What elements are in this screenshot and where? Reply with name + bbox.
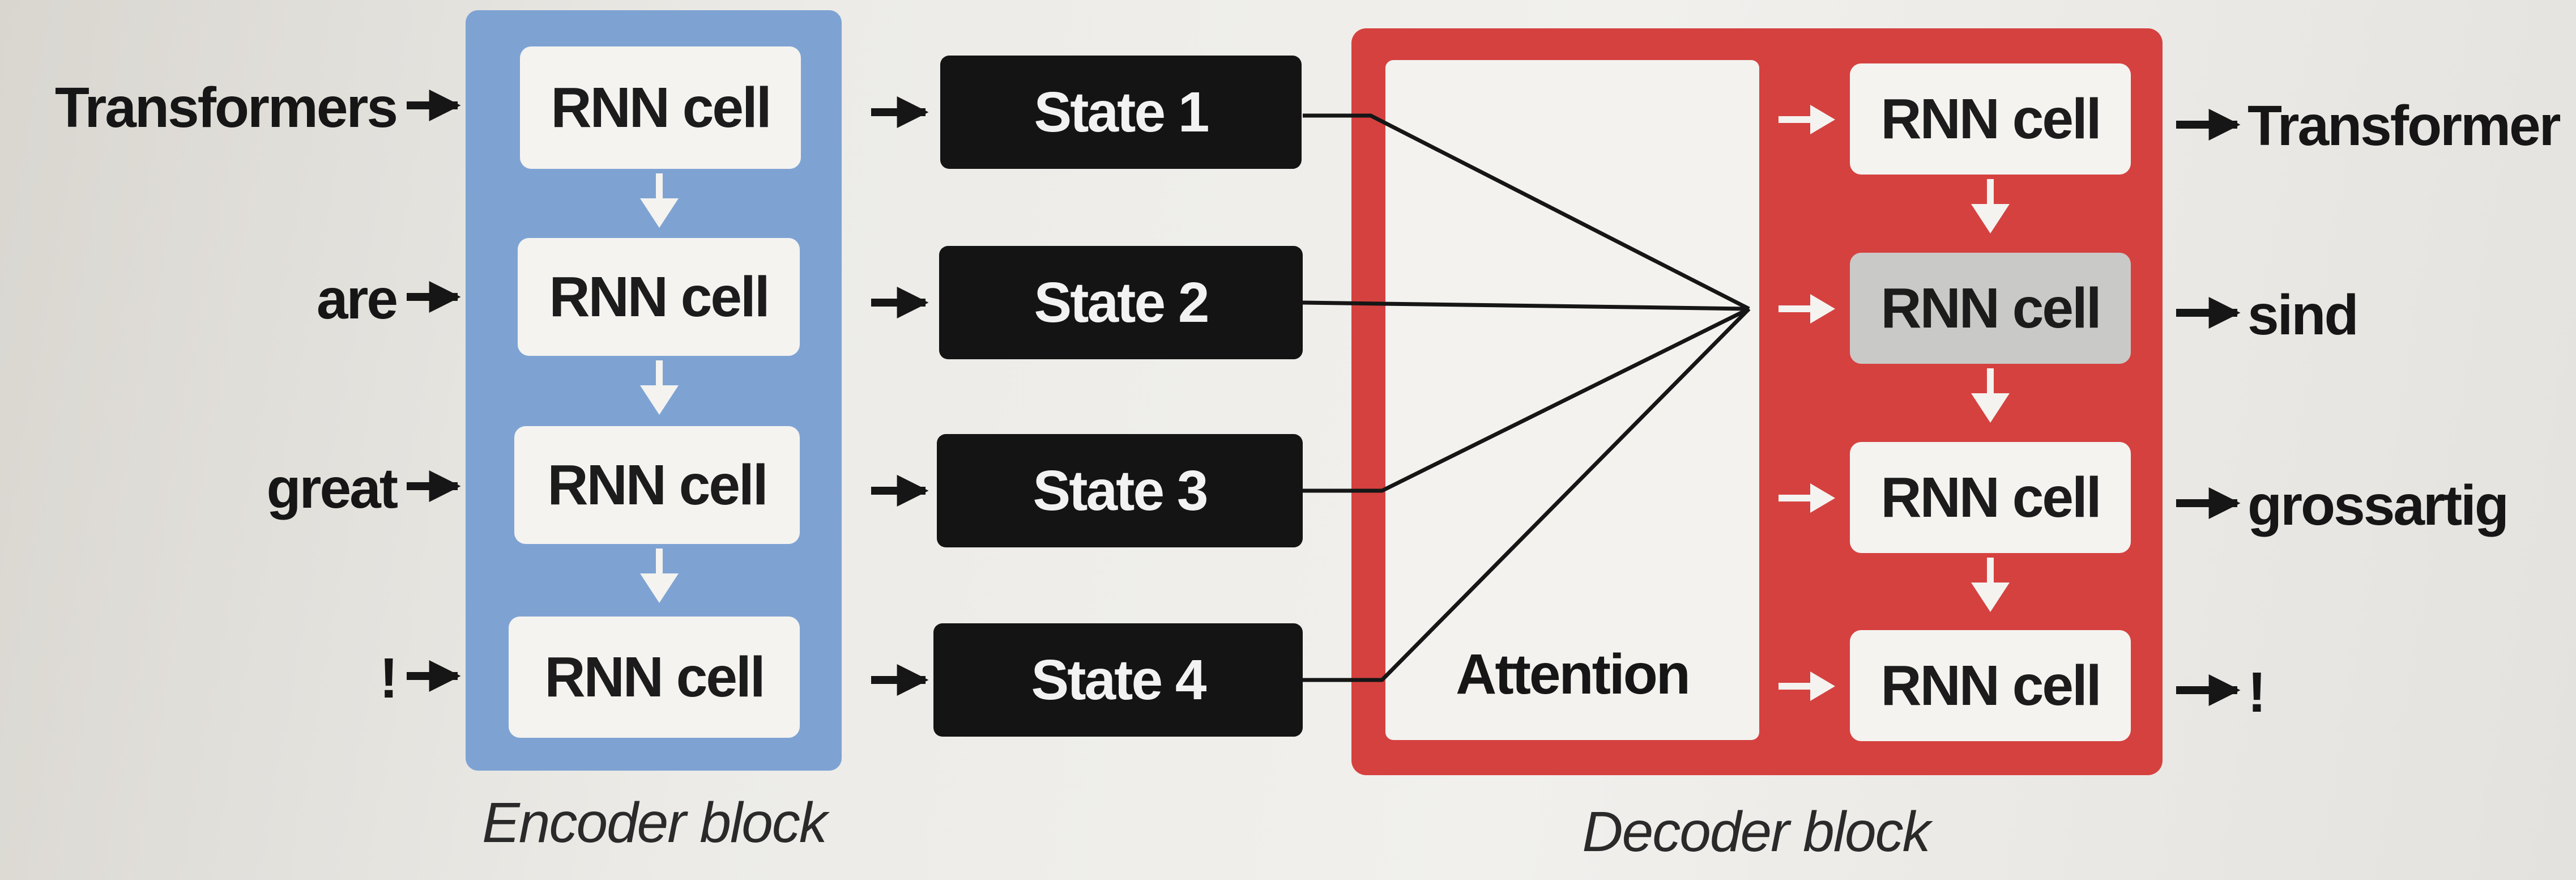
- encoder-recurrent-arrows: [640, 173, 679, 603]
- encoder-rnn-cell-4: RNN cell: [509, 617, 800, 738]
- hidden-state-1: State 1: [940, 56, 1302, 169]
- decoder-rnn-cell-4: RNN cell: [1850, 630, 2131, 741]
- encoder-rnn-cell-3: RNN cell: [514, 426, 800, 544]
- attention-panel: [1385, 60, 1759, 740]
- hidden-state-3: State 3: [937, 434, 1303, 547]
- attention-label: Attention: [1456, 643, 1691, 706]
- input-word-are: are: [316, 267, 398, 331]
- encoder-rnn-cell-2: RNN cell: [518, 238, 800, 356]
- attention-lines: [1302, 113, 1751, 682]
- hidden-state-2: State 2: [939, 246, 1303, 359]
- encoder-block-caption: Encoder block: [482, 791, 828, 855]
- input-word-great: great: [266, 457, 398, 520]
- output-word-grossartig: grossartig: [2247, 474, 2509, 537]
- decoder-rnn-cell-1: RNN cell: [1850, 63, 2131, 175]
- input-word-transformers: Transformers: [54, 76, 398, 139]
- input-word-exclamation: !: [379, 647, 398, 710]
- output-word-exclamation: !: [2247, 661, 2266, 724]
- encoder-rnn-cell-1: RNN cell: [520, 46, 801, 169]
- decoder-rnn-cell-3: RNN cell: [1850, 442, 2131, 553]
- decoder-rnn-cell-2-highlighted: RNN cell: [1850, 253, 2131, 364]
- output-word-transformer: Transformer: [2247, 94, 2561, 158]
- output-word-sind: sind: [2247, 283, 2359, 347]
- attention-to-decoder-arrows: [1779, 105, 1835, 701]
- decoder-recurrent-arrows: [1971, 179, 2010, 612]
- hidden-state-4: State 4: [933, 623, 1303, 737]
- decoder-block-caption: Decoder block: [1582, 800, 1930, 864]
